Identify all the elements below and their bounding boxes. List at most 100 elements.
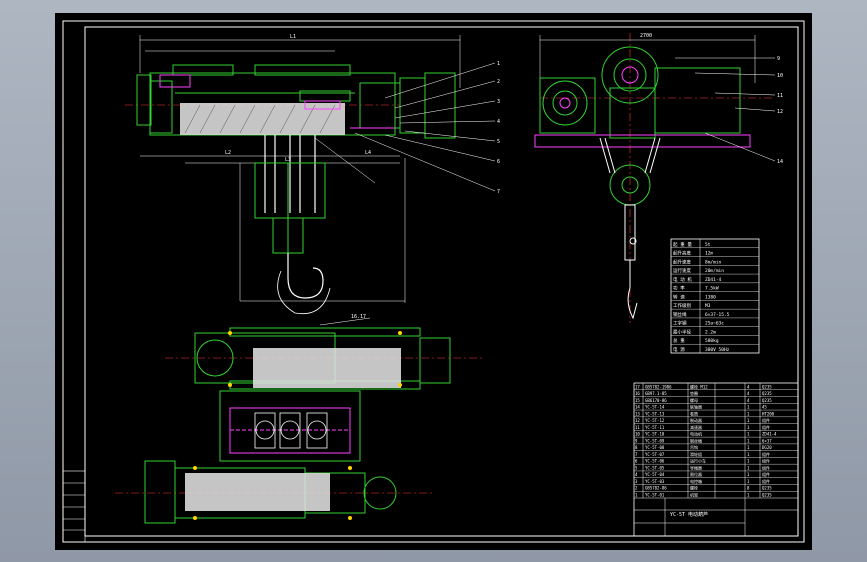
parts-cell: HT200 [762,411,775,416]
parts-cell: Q235 [762,398,772,403]
parts-cell: YC-5T-05 [645,465,665,470]
parts-cell: GB6170-86 [645,398,667,403]
spec-cell: 12m [705,251,713,257]
parts-cell: 11 [635,425,640,430]
leader-label: 9 [777,56,780,62]
drawing-sheet: L1 L2 L4 L3 [55,13,812,550]
parts-cell: 1 [747,452,750,457]
parts-cell: 9 [635,438,638,443]
top-view: 16.17 [115,314,485,524]
parts-cell: 机架 [690,492,698,498]
parts-cell: 2 [635,486,638,491]
parts-cell: YC-5T-13 [645,411,665,416]
parts-cell: 联轴器 [690,404,702,410]
spec-cell: 2.2m [705,329,716,335]
spec-cell: 380V 50Hz [705,347,730,353]
parts-cell: 螺栓 M12 [690,383,708,389]
parts-cell: YC-5T-10 [645,432,665,437]
parts-cell: 3 [635,479,638,484]
leader-label: 7 [497,189,500,195]
parts-cell: YC-5T-12 [645,418,665,423]
parts-cell: YC-5T-11 [645,425,665,430]
parts-cell: Q235 [762,493,772,498]
parts-cell: GB97.1-85 [645,391,667,396]
spec-cell: ZD41-4 [705,277,722,283]
leader-label: 12 [777,109,783,115]
spec-cell: 580kg [705,338,719,344]
parts-cell: 45 [762,405,767,410]
spec-cell: 功 率 [673,285,685,292]
drum-bottom [185,473,330,511]
parts-cell: YC-5T-09 [645,438,665,443]
leader-label: 5 [497,139,500,145]
drum-front [180,103,345,135]
parts-cell: 卷筒 [690,410,698,416]
parts-cell: Q235 [762,391,772,396]
parts-cell: YC-5T-08 [645,445,665,450]
parts-cell: YC-5T-04 [645,472,665,477]
parts-cell: 7 [635,452,638,457]
margin-box [62,470,86,543]
side-view: 2700 [534,33,783,323]
parts-cell: 减速器 [690,424,702,430]
outer-frame [62,20,805,543]
title-block-name: YC-5T 电动葫芦 [670,511,708,518]
parts-cell: 制动器 [690,417,702,423]
parts-cell: 组件 [762,478,770,484]
parts-cell: Q235 [762,486,772,491]
parts-cell: 1 [747,465,750,470]
parts-cell: 5 [635,465,638,470]
spec-cell: 6×37-15.5 [705,312,730,318]
parts-cell: 滑轮组 [690,451,702,457]
parts-cell: 16 [635,391,640,396]
parts-cell: 运行小车 [690,458,706,464]
parts-cell: DG20 [762,445,772,450]
leader-label: 6 [497,159,500,165]
parts-cell: 14 [635,405,640,410]
dim-lower: L3 [285,157,291,163]
parts-cell: 垫圈 [690,390,698,396]
spec-cell: 钢丝绳 [673,311,687,318]
dim-mid-left: L2 [225,150,231,156]
leader-label: 11 [777,93,783,99]
leader-label: 3 [497,99,500,105]
parts-cell: 1 [747,459,750,464]
parts-cell: 螺母 [690,397,698,403]
parts-cell: 1 [747,493,750,498]
parts-cell: YC-5T-03 [645,479,665,484]
leader-label: 10 [777,73,783,79]
parts-cell: 1 [747,418,750,423]
hook-front [287,253,324,299]
parts-cell: 1 [747,432,750,437]
leader-label: 2 [497,79,500,85]
spec-cell: 工作级别 [673,302,691,309]
parts-cell: 6×37 [762,438,772,443]
spec-cell: 7.5kW [705,286,719,292]
cad-drawing: L1 L2 L4 L3 [62,20,805,543]
drum-top [253,348,401,388]
leader-label: 1 [497,61,500,67]
parts-cell: 组件 [762,417,770,423]
dim-mid-right: L4 [365,150,371,156]
parts-cell: YC-5T-07 [645,452,665,457]
leader-label: 4 [497,119,500,125]
parts-cell: 1 [747,445,750,450]
parts-cell: 1 [747,405,750,410]
parts-cell: YC-5T-01 [645,493,665,498]
parts-cell: 12 [635,418,640,423]
spec-cell: 1380 [705,294,716,300]
parts-cell: 螺栓 [690,485,698,491]
note-label: 16.17 [351,314,366,320]
leader-label: 14 [777,159,783,165]
parts-cell: ZD41-4 [762,432,777,437]
spec-cell: 电 动 机 [673,276,692,283]
parts-cell: 1 [635,493,638,498]
parts-cell: GB5782-1986 [645,384,672,389]
parts-cell: 1 [747,472,750,477]
dim-top: L1 [290,34,296,40]
parts-cell: 8 [635,445,638,450]
spec-cell: 20m/min [705,268,724,274]
parts-cell: 4 [747,384,750,389]
